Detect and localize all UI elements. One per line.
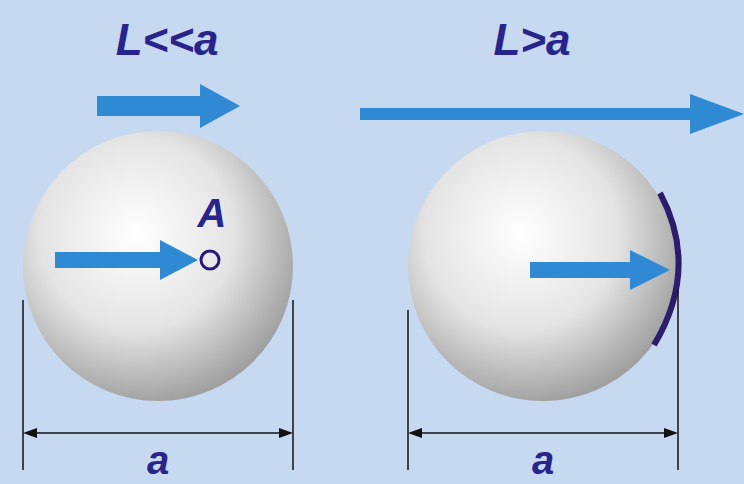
surface-arc bbox=[654, 193, 679, 345]
sphere bbox=[408, 131, 678, 401]
point-label: A bbox=[198, 193, 227, 233]
dimension-label: a bbox=[532, 440, 554, 480]
dimension bbox=[23, 290, 678, 470]
wave-arrow bbox=[97, 84, 240, 128]
incident-arrow bbox=[530, 250, 670, 290]
dimension-label: a bbox=[147, 440, 169, 480]
sphere bbox=[23, 131, 293, 401]
point-a bbox=[201, 251, 219, 269]
size-relation: L>a bbox=[493, 18, 570, 62]
wave-arrow bbox=[360, 94, 744, 134]
size-relation: L<<a bbox=[116, 18, 219, 62]
incident-arrow bbox=[55, 240, 198, 280]
